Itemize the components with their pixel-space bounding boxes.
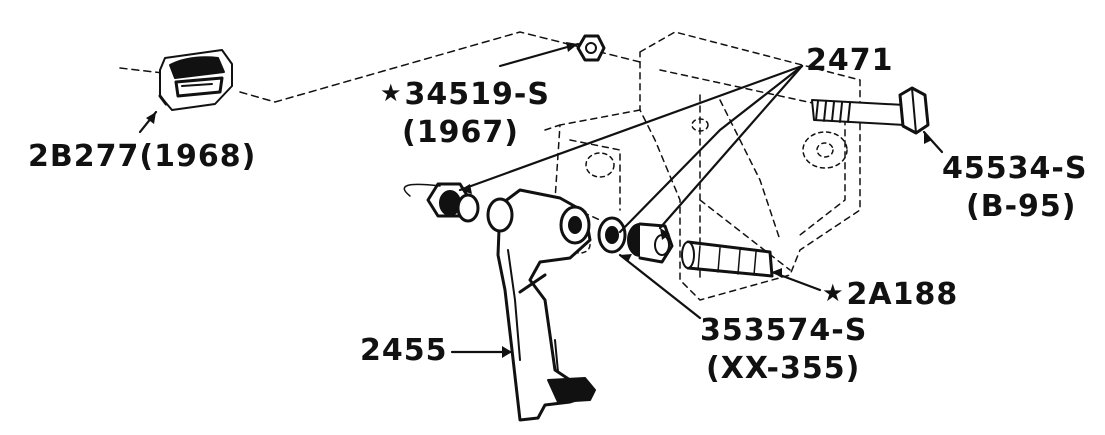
label-clip-part: 2B277(1968) — [28, 140, 256, 174]
label-spacer-part: ★2A188 — [822, 276, 958, 312]
washer-353574s — [597, 216, 627, 254]
star-icon: ★ — [822, 279, 845, 307]
bushing-right — [627, 222, 674, 264]
star-icon: ★ — [380, 79, 403, 107]
nut-34519s — [576, 34, 606, 62]
label-bushing-part: 2471 — [806, 44, 894, 78]
label-washer-part: 353574-S — [700, 314, 867, 348]
bolt-45534s — [811, 86, 930, 135]
label-bolt-code: (B-95) — [966, 190, 1077, 224]
clip-year: (1968) — [139, 139, 257, 174]
clip-part-number: 2B277 — [28, 139, 140, 174]
spacer-2a188 — [681, 240, 774, 278]
bushing-nut-left — [426, 182, 480, 223]
arrow-heads — [146, 42, 932, 358]
label-bolt-part: 45534-S — [942, 152, 1087, 186]
label-nut-part: ★34519-S — [380, 76, 550, 112]
leader-lines — [138, 42, 944, 354]
pedal-2455 — [486, 188, 596, 422]
label-washer-code: (XX-355) — [706, 352, 860, 386]
clip-2b277 — [158, 49, 233, 111]
bolt-code: (B-95) — [966, 189, 1077, 224]
spacer-part-number: 2A188 — [846, 277, 959, 312]
nut-year: (1967) — [402, 115, 519, 150]
pedal-part-number: 2455 — [360, 333, 448, 368]
guide-wire — [403, 183, 441, 197]
bushing-part-number: 2471 — [806, 43, 894, 78]
nut-part-number: 34519-S — [404, 77, 550, 112]
washer-code: (XX-355) — [706, 351, 861, 386]
label-pedal-part: 2455 — [360, 334, 448, 368]
washer-part-number: 353574-S — [700, 313, 868, 348]
label-nut-year: (1967) — [402, 116, 519, 150]
bolt-part-number: 45534-S — [942, 151, 1088, 186]
